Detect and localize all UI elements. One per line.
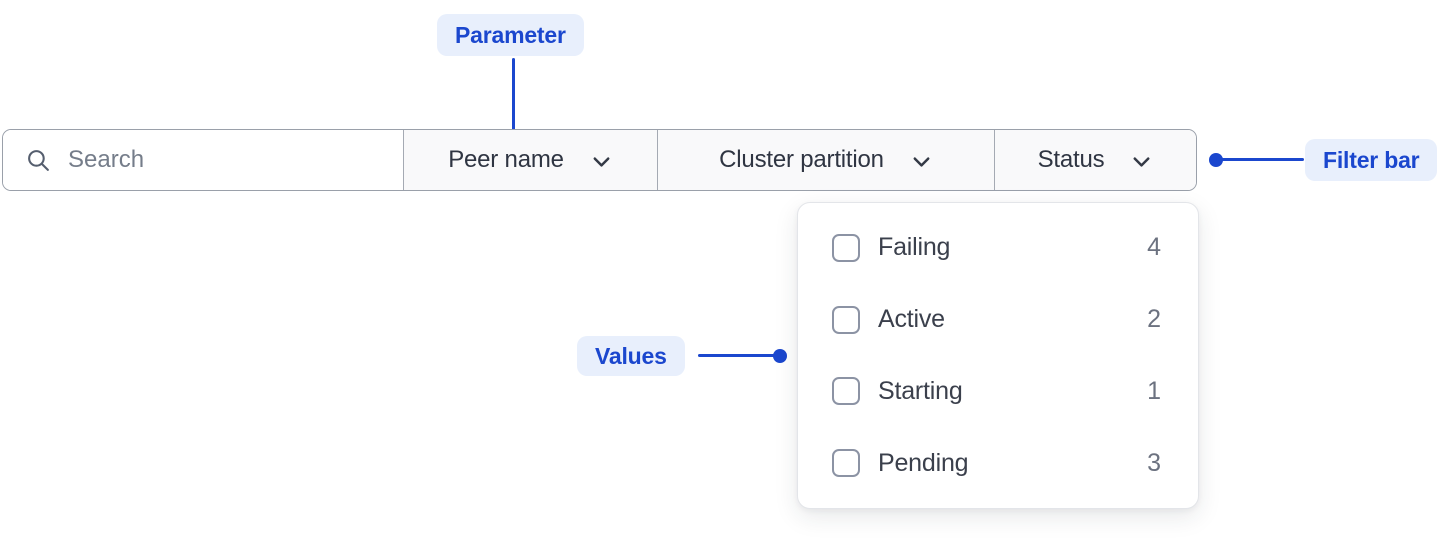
values-annotation-badge: Values — [577, 336, 685, 376]
status-option-pending[interactable]: Pending 3 — [798, 427, 1198, 499]
option-count: 1 — [1147, 376, 1161, 405]
option-label: Active — [878, 305, 945, 334]
search-icon — [28, 149, 49, 171]
status-option-failing[interactable]: Failing 4 — [798, 212, 1198, 284]
option-count: 3 — [1147, 448, 1161, 477]
filter-bar-connector-line — [1216, 158, 1304, 161]
status-dropdown-label: Status — [1037, 146, 1105, 173]
peer-name-dropdown-label: Peer name — [448, 146, 564, 173]
search-field[interactable] — [3, 130, 403, 190]
status-dropdown-panel: Failing 4 Active 2 Starting 1 Pending 3 — [797, 202, 1199, 509]
checkbox-starting[interactable] — [832, 377, 860, 406]
peer-name-dropdown[interactable]: Peer name — [403, 130, 657, 190]
values-connector-line — [698, 354, 780, 357]
parameter-connector-line — [512, 58, 515, 134]
checkbox-failing[interactable] — [832, 233, 860, 262]
option-label: Pending — [878, 448, 969, 477]
search-input[interactable] — [68, 146, 368, 174]
parameter-annotation-badge: Parameter — [437, 14, 584, 56]
status-dropdown[interactable]: Status — [994, 130, 1196, 190]
status-option-starting[interactable]: Starting 1 — [798, 356, 1198, 428]
cluster-partition-dropdown[interactable]: Cluster partition — [657, 130, 994, 190]
chevron-down-icon — [593, 156, 610, 167]
option-label: Starting — [878, 376, 963, 405]
chevron-down-icon — [913, 156, 930, 167]
values-connector-dot — [773, 349, 787, 363]
option-count: 4 — [1147, 233, 1161, 262]
filter-bar: Peer name Cluster partition Status — [2, 129, 1197, 191]
cluster-partition-dropdown-label: Cluster partition — [719, 146, 884, 173]
checkbox-pending[interactable] — [832, 449, 860, 478]
status-option-active[interactable]: Active 2 — [798, 284, 1198, 356]
chevron-down-icon — [1133, 156, 1150, 167]
checkbox-active[interactable] — [832, 305, 860, 334]
option-count: 2 — [1147, 305, 1161, 334]
option-label: Failing — [878, 233, 951, 262]
filter-bar-annotation-badge: Filter bar — [1305, 139, 1438, 181]
